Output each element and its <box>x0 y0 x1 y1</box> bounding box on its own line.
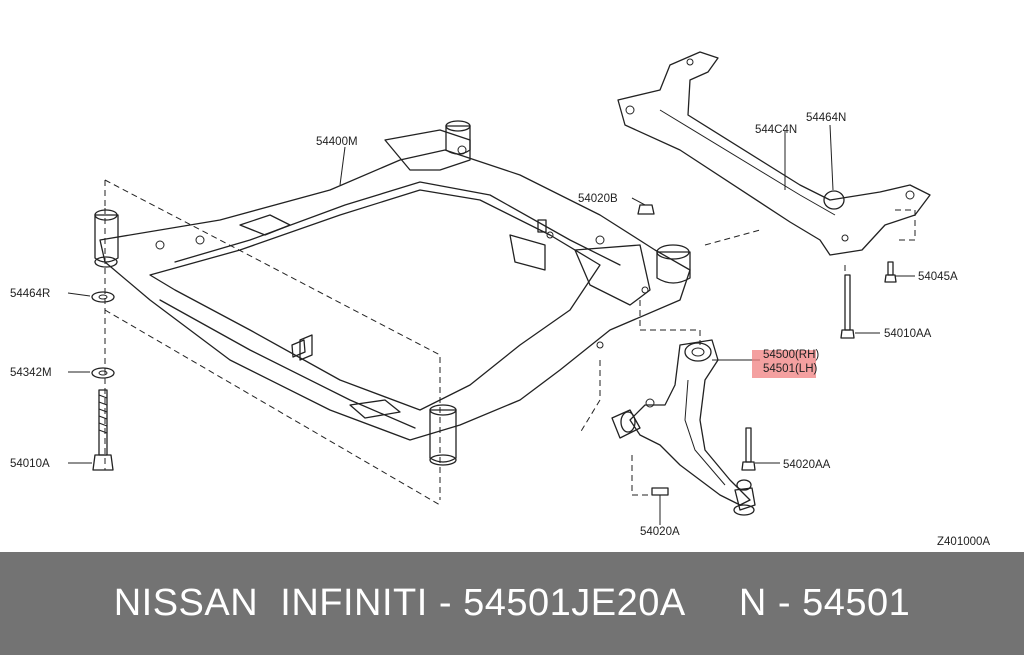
label-54464r: 54464R <box>10 288 50 300</box>
projection-lines <box>104 179 916 506</box>
label-54010aa: 54010AA <box>884 328 932 340</box>
front-suspension-member <box>94 120 691 466</box>
label-54020a: 54020A <box>640 526 680 538</box>
leader-lines <box>67 124 915 525</box>
label-54020b: 54020B <box>578 193 618 205</box>
diagram-reference-code: Z401000A <box>937 536 990 548</box>
label-54045a: 54045A <box>918 271 958 283</box>
label-54501-lh: 54501(LH) <box>763 363 818 375</box>
label-54020aa: 54020AA <box>783 459 831 471</box>
label-54010a: 54010A <box>10 458 50 470</box>
fasteners <box>91 204 897 496</box>
part-info-banner: NISSAN INFINITI - 54501JE20A N - 54501 <box>0 552 1024 655</box>
label-54500-rh: 54500(RH) <box>763 349 819 361</box>
part-number-text: NISSAN INFINITI - 54501JE20A N - 54501 <box>113 582 911 624</box>
part-highlight <box>752 350 816 378</box>
label-54400m: 54400M <box>316 136 358 148</box>
stiffener-bar <box>617 51 931 256</box>
label-54342m: 54342M <box>10 367 52 379</box>
part-labels: 54400M 54464N 544C4N 54020B 54045A 54464… <box>10 112 990 548</box>
parts-diagram: 54400M 54464N 544C4N 54020B 54045A 54464… <box>10 51 990 548</box>
label-544c4n: 544C4N <box>755 124 797 136</box>
label-54464n: 54464N <box>806 112 846 124</box>
transverse-link <box>611 339 756 516</box>
